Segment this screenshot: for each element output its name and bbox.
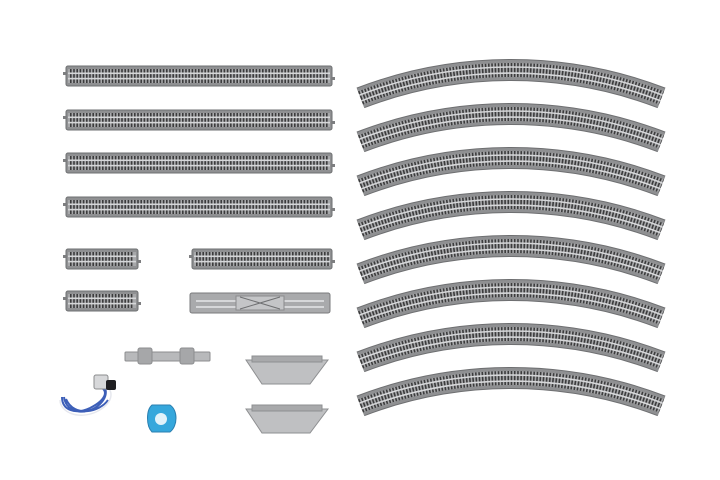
curved-track-7 (356, 323, 666, 373)
curved-track-8 (356, 367, 666, 417)
straight-track-short-2 (189, 248, 335, 270)
straight-track-long-3 (63, 152, 335, 174)
uncoupler-tool (147, 404, 177, 433)
straight-track-long-2 (63, 109, 335, 131)
curved-track-5 (356, 235, 666, 285)
straight-track-short-3 (63, 290, 141, 312)
straight-track-long-4 (63, 196, 335, 218)
bumper-top (245, 355, 329, 385)
straight-track-short-1 (63, 248, 141, 270)
straight-tracks-group (63, 65, 335, 312)
curved-track-6 (356, 279, 666, 329)
curved-tracks-group (356, 59, 666, 417)
joiner-strip (124, 347, 211, 365)
curved-track-2 (356, 103, 666, 153)
power-cable (59, 374, 116, 416)
curved-track-1 (356, 59, 666, 109)
straight-track-crossing (189, 292, 331, 314)
bumper-bottom (245, 404, 329, 434)
curved-track-4 (356, 191, 666, 241)
straight-track-long-1 (63, 65, 335, 87)
curved-track-3 (356, 147, 666, 197)
